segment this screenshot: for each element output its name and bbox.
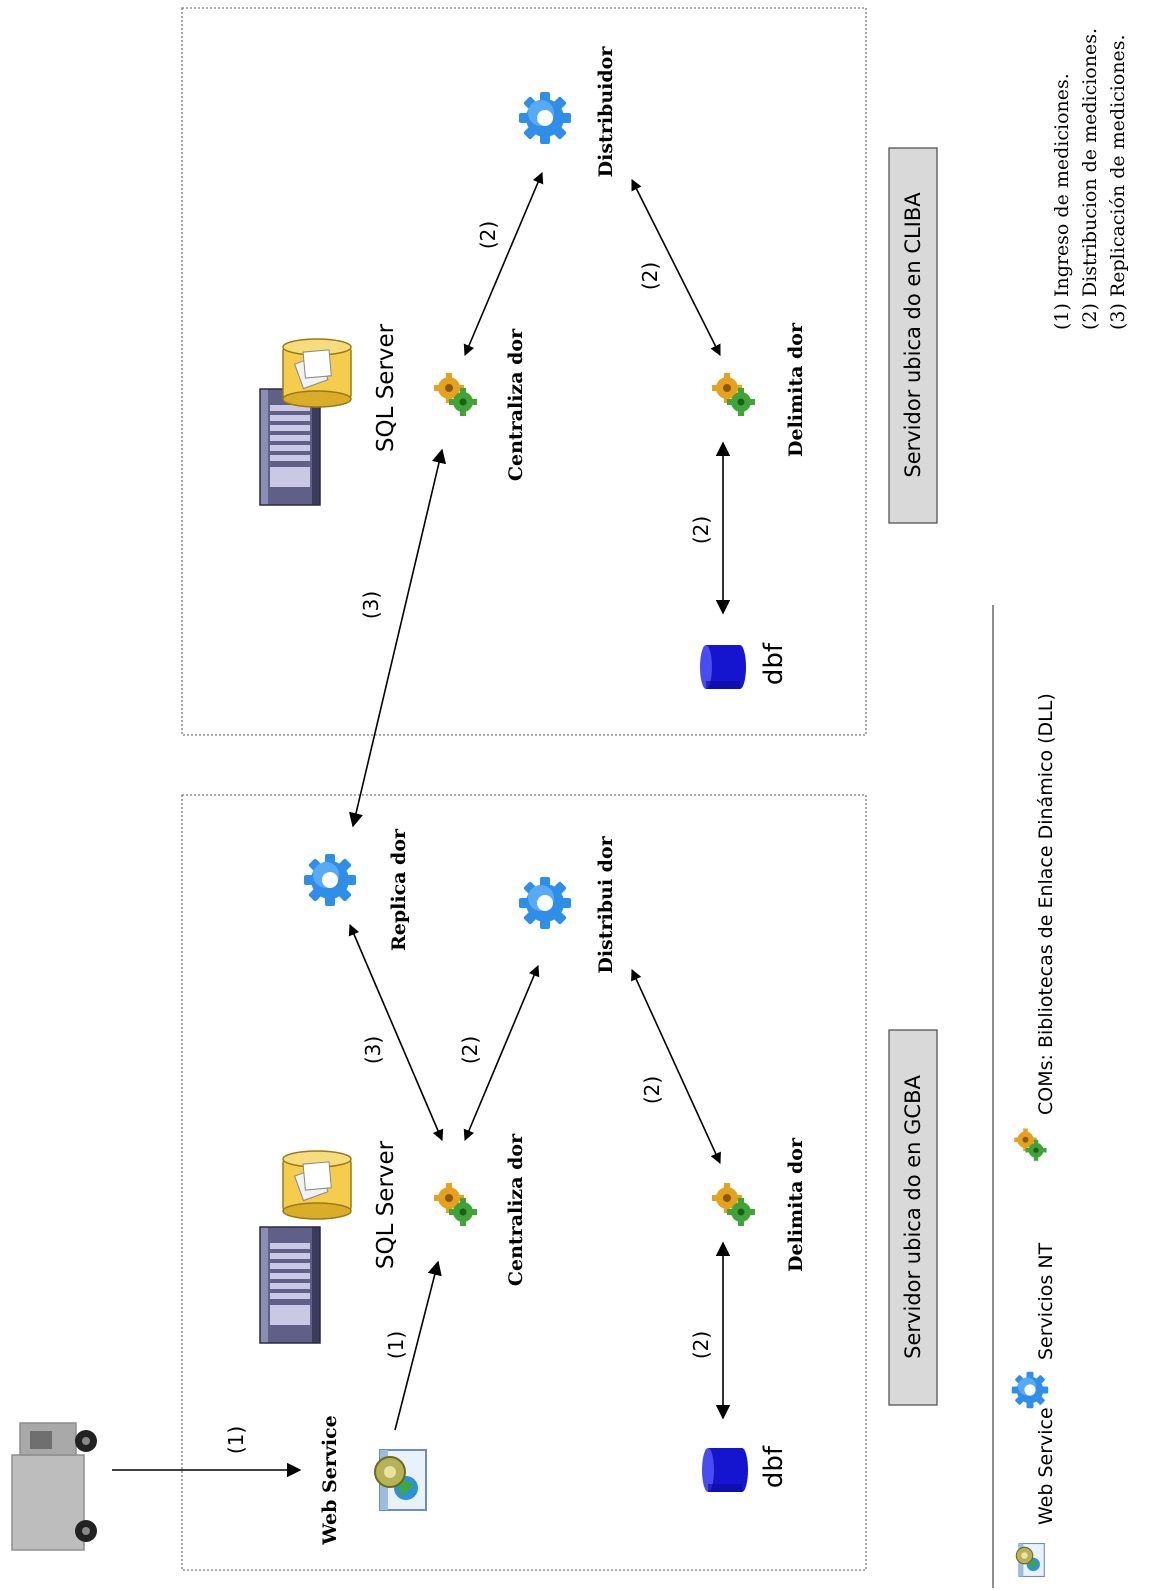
distribuidor-label: Distribuidor: [595, 46, 617, 178]
web-service-label: Web Service: [319, 1415, 341, 1546]
server-icon: [259, 1226, 321, 1344]
arrow-centralizador-distribuidor-gcba: [463, 964, 540, 1142]
gcba-location-text: Servidor ubica do en GCBA: [901, 1075, 925, 1359]
web-service-icon: [1015, 1542, 1045, 1578]
cliba-server-box: [181, 7, 867, 736]
centralizador-label: Centraliza dor: [505, 1133, 527, 1286]
gcba-location-label: Servidor ubica do en GCBA: [888, 1029, 938, 1406]
replicador-label: Replica dor: [388, 828, 410, 951]
arrow-distribuidor-delimitador-cliba: [631, 178, 721, 357]
com-gears-icon: [712, 1183, 755, 1226]
sql-database-icon: [282, 338, 352, 408]
step-2-label: (2): [689, 516, 713, 544]
distribuidor-label: Distribui dor: [595, 835, 617, 973]
com-gears-icon: [434, 373, 477, 416]
centralizador-label: Centraliza dor: [505, 328, 527, 481]
note-1: (1) Ingreso de mediciones.: [1051, 73, 1073, 330]
step-2-label: (2): [458, 1036, 482, 1064]
dbf-database-icon: [702, 1448, 748, 1492]
step-2-label: (2): [689, 1331, 713, 1359]
legend-coms: COMs: Bibliotecas de Enlace Dinámico (DL…: [1035, 693, 1057, 1115]
truck-icon: [11, 1422, 97, 1551]
arrow-centralizador-distribuidor-cliba: [463, 171, 544, 357]
sql-database-icon: [282, 1150, 352, 1220]
nt-service-gear-icon: [519, 92, 571, 144]
delimitador-label: Delimita dor: [785, 1137, 807, 1272]
arrow-replicador-centralizador: [348, 923, 444, 1142]
step-2-label: (2): [476, 221, 500, 249]
sql-server-label: SQL Server: [373, 1140, 399, 1269]
note-2: (2) Distribucion de mediciones.: [1079, 28, 1101, 330]
dbf-label: dbf: [759, 642, 789, 685]
arrow-webservice-centralizador: [394, 1260, 442, 1431]
legend-servicios-nt: Servicios NT: [1035, 1242, 1057, 1360]
web-service-icon: [374, 1449, 427, 1511]
cliba-location-text: Servidor ubica do en CLIBA: [901, 192, 925, 478]
nt-service-gear-icon: [1011, 1371, 1049, 1409]
legend-web-service: Web Service: [1035, 1407, 1057, 1525]
nt-service-gear-icon: [304, 854, 356, 906]
step-1-label-webservice: (1): [384, 1331, 408, 1359]
arrow-distribuidor-delimitador-gcba: [631, 968, 721, 1165]
legend: Web Service Servicios NT COMs: Bibliotec…: [992, 605, 1057, 1588]
step-3-label: (3): [359, 591, 383, 619]
com-gears-icon: [1014, 1128, 1047, 1161]
dbf-database-icon: [700, 645, 746, 689]
connection-arrows: [112, 171, 731, 1478]
note-3: (3) Replicación de mediciones.: [1107, 34, 1129, 330]
gcba-server-box: [181, 794, 867, 1571]
step-3-label: (3): [361, 1036, 385, 1064]
com-gears-icon: [712, 373, 755, 416]
cliba-location-label: Servidor ubica do en CLIBA: [888, 147, 938, 524]
step-notes: (1) Ingreso de mediciones. (2) Distribuc…: [1051, 28, 1129, 330]
nt-service-gear-icon: [519, 877, 571, 929]
step-1-label-truck: (1): [224, 1426, 248, 1454]
arrow-replicador-centralizador-cliba: [348, 448, 447, 828]
dbf-label: dbf: [759, 1445, 789, 1488]
sql-server-label: SQL Server: [373, 323, 399, 452]
com-gears-icon: [434, 1183, 477, 1226]
step-2-label: (2): [640, 1076, 664, 1104]
delimitador-label: Delimita dor: [785, 322, 807, 457]
step-2-label: (2): [638, 262, 662, 290]
